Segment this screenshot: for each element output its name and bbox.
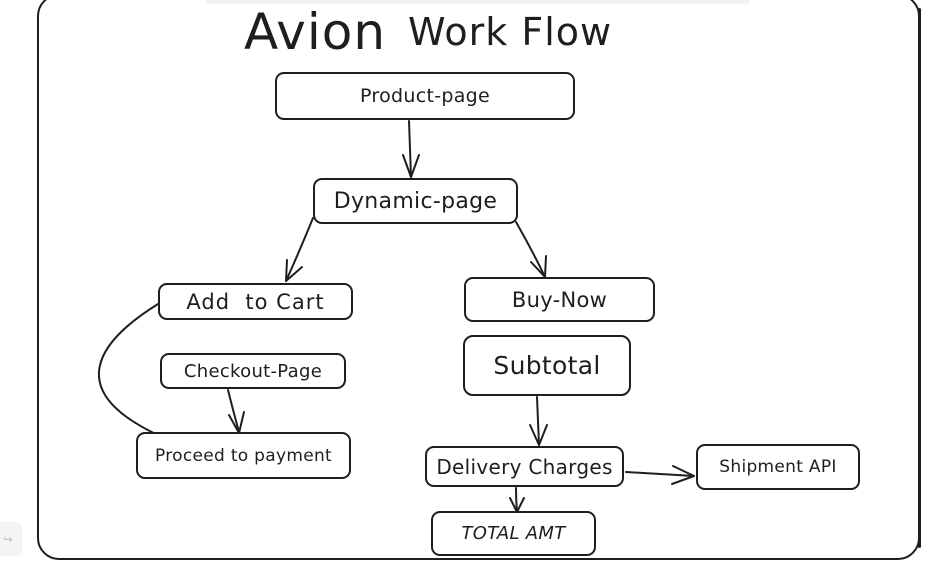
edge-delivery-to-shipment [625, 471, 695, 477]
node-label: Product-page [359, 85, 491, 107]
node-label: TOTAL AMT [461, 523, 566, 544]
node-label: Proceed to payment [154, 445, 333, 466]
node-label: Buy-Now [511, 287, 608, 312]
toolbar-edge [205, 0, 750, 4]
node-total-amt[interactable]: TOTAL AMT [431, 511, 596, 556]
node-product-page[interactable]: Product-page [275, 72, 575, 120]
node-shipment-api[interactable]: Shipment API [696, 444, 860, 490]
arrowhead-delivery-to-shipment [671, 465, 695, 485]
edge-checkout-to-proceed [227, 389, 240, 433]
edge-subtotal-to-delivery [536, 396, 540, 446]
node-checkout-page[interactable]: Checkout-Page [160, 353, 346, 389]
node-buy-now[interactable]: Buy-Now [464, 277, 655, 322]
frame-edge-shadow [918, 8, 921, 548]
node-label: Subtotal [493, 351, 601, 380]
arrowhead-subtotal-to-delivery [529, 424, 548, 446]
node-label: Add to Cart [186, 289, 325, 314]
node-delivery-charges[interactable]: Delivery Charges [425, 446, 624, 487]
node-label: Checkout-Page [183, 360, 323, 382]
node-proceed-to-payment[interactable]: Proceed to payment [136, 432, 351, 479]
redo-icon: ↪ [3, 532, 13, 546]
node-subtotal[interactable]: Subtotal [463, 335, 631, 396]
edge-cart-to-proceed-curve [97, 303, 161, 437]
node-dynamic-page[interactable]: Dynamic-page [313, 178, 518, 224]
arrowhead-product-to-dynamic [402, 154, 420, 178]
title-rest: Work Flow [408, 10, 613, 54]
node-label: Dynamic-page [333, 188, 498, 214]
edge-product-to-dynamic [408, 120, 412, 178]
node-label: Delivery Charges [436, 454, 613, 479]
title-main: Avion [244, 3, 387, 61]
edge-dynamic-to-cart [285, 217, 314, 282]
edge-dynamic-to-buynow [515, 221, 546, 278]
node-add-to-cart[interactable]: Add to Cart [158, 283, 353, 320]
diagram-title: Avion Work Flow [244, 3, 664, 61]
arrowhead-dynamic-to-cart [285, 259, 303, 282]
node-label: Shipment API [719, 457, 837, 477]
redo-button[interactable]: ↪ [0, 522, 22, 556]
